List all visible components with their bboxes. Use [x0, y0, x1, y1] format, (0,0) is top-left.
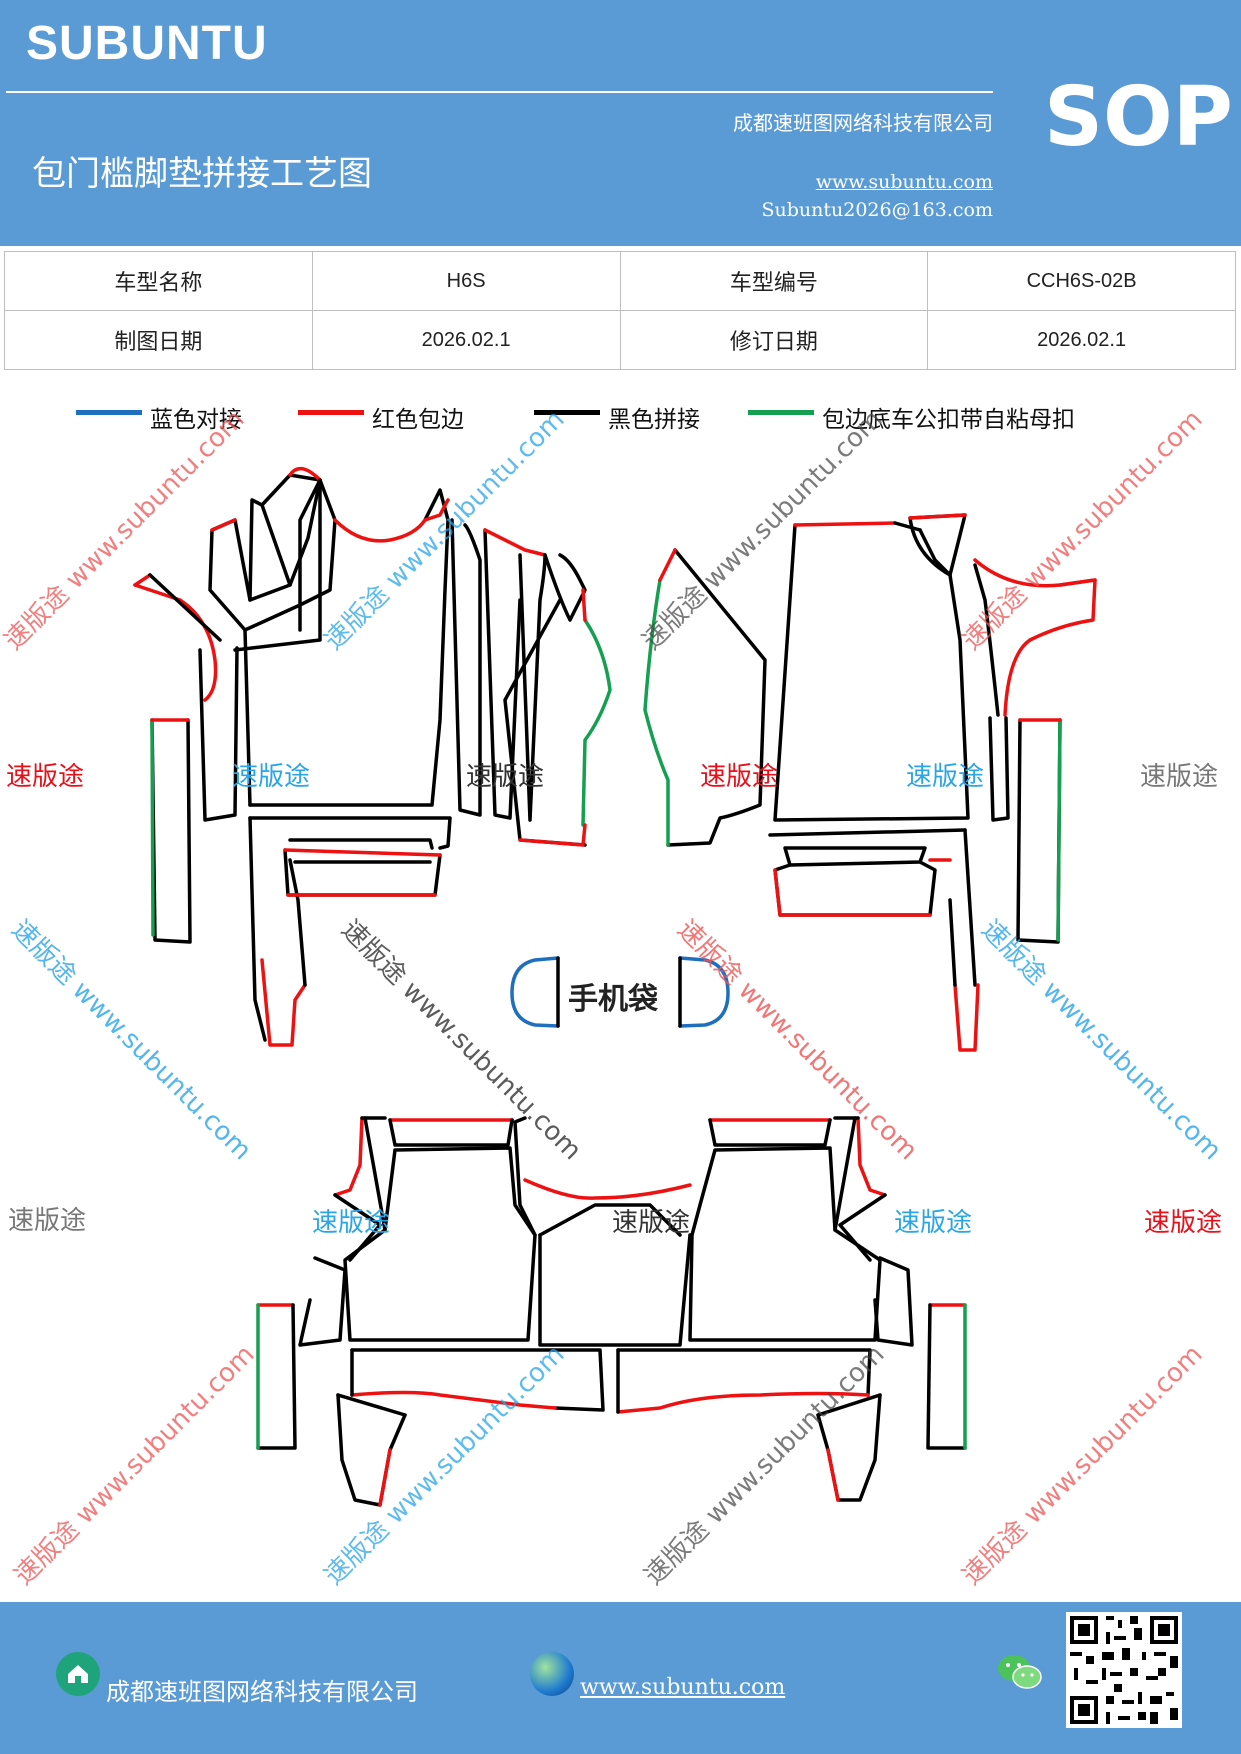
table-row: 车型名称 H6S 车型编号 CCH6S-02B — [4, 251, 1236, 311]
watermark-brand: 速版途 — [894, 1208, 973, 1238]
watermark-brand: 速版途 — [466, 762, 545, 792]
watermark-brand: 速版途 — [6, 762, 85, 792]
footer-url-link[interactable]: www.subuntu.com — [580, 1675, 786, 1700]
globe-icon — [530, 1652, 574, 1696]
phone-bag-label: 手机袋 — [568, 982, 658, 1017]
table-row: 制图日期 2026.02.1 修订日期 2026.02.1 — [4, 310, 1236, 370]
qr-code — [1066, 1612, 1182, 1728]
house-icon — [56, 1652, 100, 1696]
sop-badge: SOP — [1044, 70, 1233, 165]
rear-mat — [256, 1116, 967, 1507]
model-code-value: CCH6S-02B — [927, 251, 1236, 311]
model-code-label: 车型编号 — [619, 251, 929, 311]
legend-swatch — [534, 410, 600, 415]
watermark-brand: 速版途 — [312, 1208, 391, 1238]
front-right-mat — [643, 513, 1097, 1052]
draw-date-value: 2026.02.1 — [311, 310, 621, 370]
footer-company: 成都速班图网络科技有限公司 — [106, 1678, 418, 1706]
front-left-mat — [133, 466, 612, 1047]
legend-item-green: 包边底车公扣带自粘母扣 — [748, 400, 1075, 440]
header-divider — [6, 91, 993, 93]
header-url-link[interactable]: www.subuntu.com — [815, 171, 993, 193]
brand-logo: SUBUNTU — [26, 17, 268, 70]
watermark-brand: 速版途 — [906, 762, 985, 792]
legend-item-red: 红色包边 — [298, 400, 464, 440]
legend-label: 红色包边 — [372, 407, 464, 433]
legend-swatch — [298, 410, 364, 415]
legend-label: 蓝色对接 — [150, 407, 242, 433]
wechat-icon[interactable] — [996, 1652, 1044, 1692]
page-title: 包门槛脚垫拼接工艺图 — [32, 154, 372, 194]
watermark-brand: 速版途 — [612, 1208, 691, 1238]
watermark-brand: 速版途 — [1140, 762, 1219, 792]
legend-swatch — [748, 410, 814, 415]
model-name-label: 车型名称 — [4, 251, 313, 311]
model-name-value: H6S — [311, 251, 621, 311]
watermark-brand: 速版途 — [8, 1206, 87, 1236]
header-email: Subuntu2026@163.com — [761, 199, 993, 221]
legend-item-black: 黑色拼接 — [534, 400, 700, 440]
watermark-brand: 速版途 — [1144, 1208, 1223, 1238]
legend-swatch — [76, 410, 142, 415]
header-company: 成都速班图网络科技有限公司 — [733, 111, 993, 135]
legend-label: 包边底车公扣带自粘母扣 — [822, 407, 1075, 433]
info-table: 车型名称 H6S 车型编号 CCH6S-02B 制图日期 2026.02.1 修… — [4, 251, 1236, 370]
revise-date-value: 2026.02.1 — [927, 310, 1236, 370]
legend-label: 黑色拼接 — [608, 407, 700, 433]
header-banner — [0, 0, 1241, 246]
watermark-brand: 速版途 — [700, 762, 779, 792]
legend-item-blue: 蓝色对接 — [76, 400, 242, 440]
revise-date-label: 修订日期 — [619, 310, 929, 370]
draw-date-label: 制图日期 — [4, 310, 313, 370]
watermark-brand: 速版途 — [232, 762, 311, 792]
phone-bag — [510, 956, 730, 1028]
